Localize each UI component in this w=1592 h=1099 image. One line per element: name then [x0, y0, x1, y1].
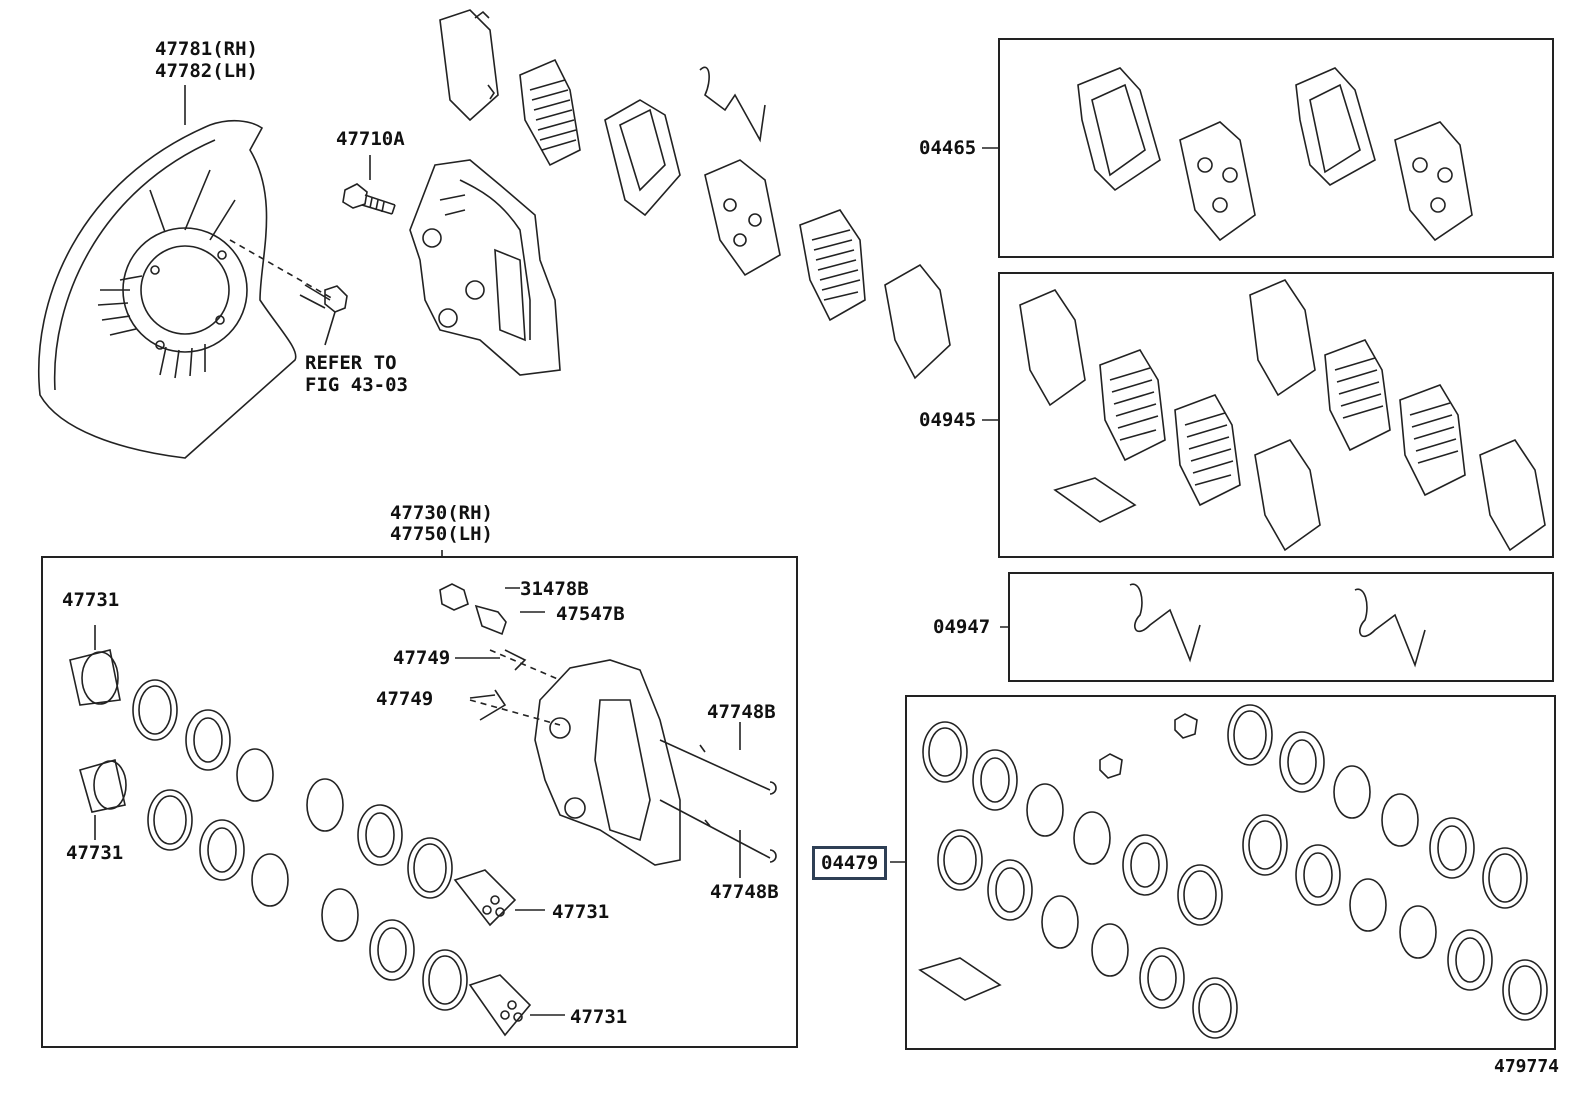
caliper-assy-drawing [70, 550, 776, 1035]
pad-kit-box [998, 38, 1554, 258]
spring-kit-label[interactable]: 04947 [933, 616, 991, 638]
piston-label-c[interactable]: 47731 [552, 901, 610, 923]
spring-kit-box [1008, 572, 1554, 682]
shield-rh-label[interactable]: 47781(RH) [155, 38, 258, 60]
bolt-drawing [300, 155, 395, 345]
cap-label[interactable]: 31478B [520, 578, 589, 600]
caliper-lh-label[interactable]: 47750(LH) [390, 523, 493, 545]
seal-kit-drawing [920, 705, 1547, 1038]
piston-label-b[interactable]: 47731 [66, 842, 124, 864]
shield-lh-label[interactable]: 47782(LH) [155, 60, 258, 82]
clip-label-b[interactable]: 47749 [376, 688, 434, 710]
clip-label-a[interactable]: 47749 [393, 647, 451, 669]
refer-line1: REFER TO [305, 352, 397, 374]
seal-kit-box [905, 695, 1556, 1050]
caliper-assy-box [41, 556, 798, 1048]
seal-kit-label[interactable]: 04479 [812, 846, 888, 880]
pads-top-drawing [440, 10, 950, 378]
caliper-rh-label[interactable]: 47730(RH) [390, 502, 493, 524]
caliper-top-drawing [410, 160, 560, 375]
figure-number: 479774 [1494, 1056, 1560, 1077]
pin-label-a[interactable]: 47748B [707, 701, 776, 723]
piston-label-d[interactable]: 47731 [570, 1006, 628, 1028]
bleeder-label[interactable]: 47547B [556, 603, 625, 625]
spring-kit-drawing [1130, 584, 1425, 665]
pin-label-b[interactable]: 47748B [710, 881, 779, 903]
shim-kit-label[interactable]: 04945 [919, 409, 977, 431]
bolt-label[interactable]: 47710A [336, 128, 405, 150]
pad-kit-drawing [1078, 68, 1472, 240]
shim-kit-box [998, 272, 1554, 558]
piston-label-a[interactable]: 47731 [62, 589, 120, 611]
shim-kit-drawing [1020, 280, 1545, 550]
pad-kit-label[interactable]: 04465 [919, 137, 977, 159]
refer-line2: FIG 43-03 [305, 374, 408, 396]
dust-shield-drawing [39, 85, 335, 458]
